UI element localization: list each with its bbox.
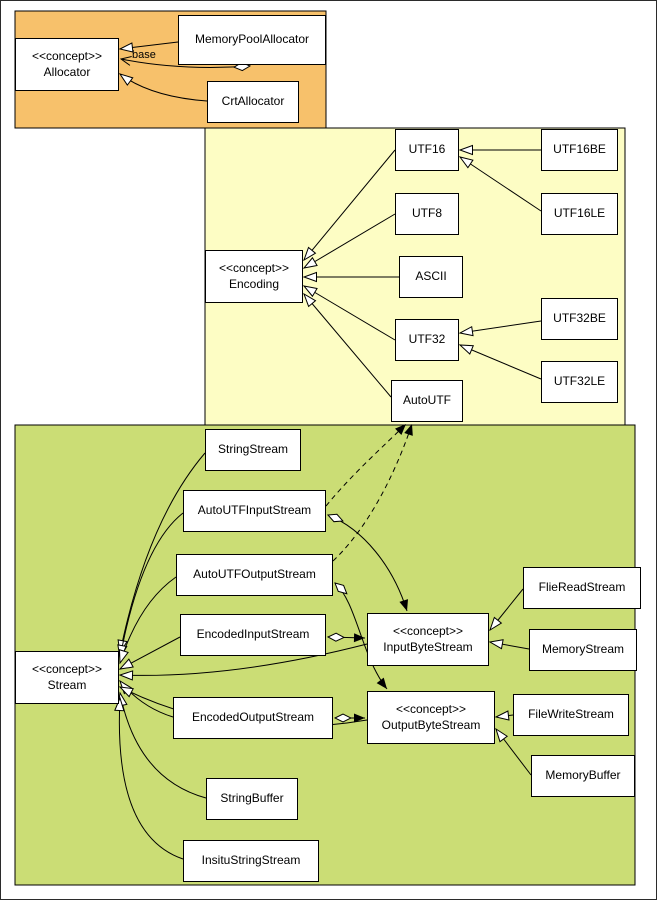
node-memory-pool-allocator: MemoryPoolAllocator xyxy=(178,15,326,65)
edge-autoutfoutputstream-outputbytestream xyxy=(335,583,388,690)
node-utf32: UTF32 xyxy=(395,319,459,361)
edge-autoutfoutputstream-autoutf xyxy=(332,423,413,562)
edge-utf32-encoding xyxy=(302,285,396,341)
edge-encodedinputstream-stream xyxy=(118,636,181,670)
node-ascii: ASCII xyxy=(399,256,463,298)
edge-inputbytestream-stream xyxy=(118,643,368,681)
edge-encodedoutputstream-stream xyxy=(119,679,174,718)
edge-memorystream-inputbytestream xyxy=(488,639,530,650)
node-crt-allocator: CrtAllocator xyxy=(207,81,299,123)
edge-crtallocator-allocator xyxy=(118,73,208,102)
edge-utf32be-utf32 xyxy=(458,320,542,337)
node-memory-stream: MemoryStream xyxy=(529,629,637,671)
node-output-byte-stream-concept: <<concept>> OutputByteStream xyxy=(367,691,495,744)
edge-memorypoolallocator-allocator xyxy=(118,41,179,53)
node-utf16le: UTF16LE xyxy=(541,193,618,235)
node-utf32le: UTF32LE xyxy=(541,361,618,403)
edge-autoutfoutputstream-stream xyxy=(118,576,177,665)
node-allocator-concept: <<concept>> Allocator xyxy=(15,38,119,91)
edge-memorypoolallocator-allocator-base xyxy=(121,59,250,67)
node-utf16be: UTF16BE xyxy=(541,129,618,171)
edge-autoutfinputstream-autoutf xyxy=(325,423,407,507)
edge-utf16-encoding xyxy=(303,149,396,262)
node-encoded-input-stream: EncodedInputStream xyxy=(180,614,326,656)
edge-autoutfinputstream-stream xyxy=(117,512,184,660)
node-flie-read-stream: FlieReadStream xyxy=(523,567,641,609)
node-encoding-concept: <<concept>> Encoding xyxy=(205,250,303,303)
edge-insitustringstream-stream xyxy=(114,696,184,860)
edge-utf16le-utf16 xyxy=(458,156,542,212)
node-utf8: UTF8 xyxy=(395,193,459,235)
node-auto-utf-output-stream: AutoUTFOutputStream xyxy=(176,554,333,596)
edge-label-base: base xyxy=(132,49,156,61)
edge-fliereadstream-inputbytestream xyxy=(489,588,524,632)
node-stream-concept: <<concept>> Stream xyxy=(15,651,119,704)
edge-autoutfinputstream-inputbytestream xyxy=(328,515,407,612)
node-file-write-stream: FileWriteStream xyxy=(513,694,629,736)
edge-filewritestream-outputbytestream xyxy=(494,710,514,721)
edge-stringstream-stream xyxy=(117,452,206,655)
edge-stringbuffer-stream xyxy=(117,691,207,799)
edge-memorybuffer-outputbytestream xyxy=(495,727,532,776)
edge-autoutf-encoding xyxy=(303,292,392,398)
node-string-buffer: StringBuffer xyxy=(206,778,298,820)
edge-utf32le-utf32 xyxy=(458,344,542,380)
node-auto-utf-input-stream: AutoUTFInputStream xyxy=(183,490,326,532)
node-auto-utf: AutoUTF xyxy=(391,380,463,422)
node-utf32be: UTF32BE xyxy=(541,298,618,340)
node-string-stream: StringStream xyxy=(205,429,301,471)
edge-utf8-encoding xyxy=(302,213,396,269)
node-input-byte-stream-concept: <<concept>> InputByteStream xyxy=(367,613,489,666)
node-insitu-string-stream: InsituStringStream xyxy=(183,840,319,882)
node-encoded-output-stream: EncodedOutputStream xyxy=(173,697,333,739)
node-memory-buffer: MemoryBuffer xyxy=(531,755,635,797)
node-utf16: UTF16 xyxy=(395,129,459,171)
